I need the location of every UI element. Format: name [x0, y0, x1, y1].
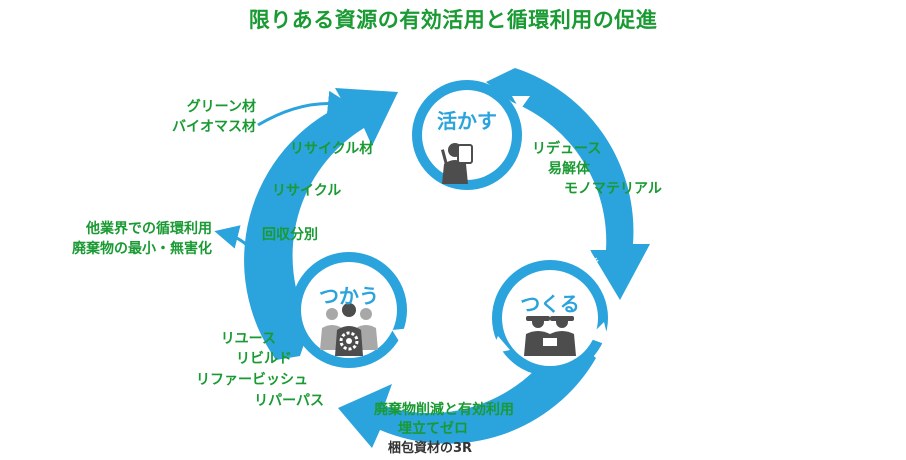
label-recycle: リサイクル: [272, 183, 342, 199]
node-left-name: つかう: [319, 284, 379, 308]
label-collection-sorting: 回収分別: [262, 227, 318, 243]
label-rebuild: リビルド: [236, 351, 292, 367]
node-left: [291, 252, 412, 368]
label-other-industries: 他業界での循環利用: [86, 221, 212, 237]
node-right-name: つくる: [520, 292, 580, 316]
label-refurbish: リファービッシュ: [196, 372, 308, 388]
workers-figure-icon: [524, 316, 576, 356]
label-reuse: リユース: [220, 331, 276, 347]
label-recycled-material: リサイクル材: [290, 141, 374, 157]
gear-icon: [339, 331, 359, 351]
node-top: [404, 80, 530, 190]
arrow-to-green-materials: [257, 90, 352, 127]
label-reduce: リデュース: [532, 141, 602, 157]
arrow-to-other-industries: [214, 225, 266, 269]
big-arrow-left: [244, 88, 398, 360]
big-arrow-bottom: [338, 340, 596, 448]
label-easy-dismantle: 易解体: [548, 161, 590, 177]
node-left-arc-label: 長くつかえる: [313, 226, 385, 249]
node-top-arc-label: 環境配慮設計: [431, 41, 504, 65]
engineer-figure-icon: [440, 143, 473, 184]
label-mono-material: モノマテリアル: [564, 181, 662, 197]
big-arrow-right: [486, 68, 650, 300]
label-waste-reduction: 廃棄物削減と有効利用: [374, 402, 514, 418]
node-top-name: 活かす: [437, 109, 497, 133]
label-waste-minimization: 廃棄物の最小・無害化: [72, 241, 212, 257]
node-right: [490, 260, 610, 376]
label-biomass-material: バイオマス材: [172, 119, 256, 135]
users-figure-icon: [320, 303, 378, 356]
label-green-material: グリーン材: [186, 99, 256, 115]
diagram-title: 限りある資源の有効活用と循環利用の促進: [248, 8, 658, 32]
label-packaging-3r: 梱包資材の3R: [388, 441, 473, 456]
label-zero-landfill: 埋立てゼロ: [398, 421, 468, 437]
label-repurpose: リパーパス: [254, 393, 324, 409]
